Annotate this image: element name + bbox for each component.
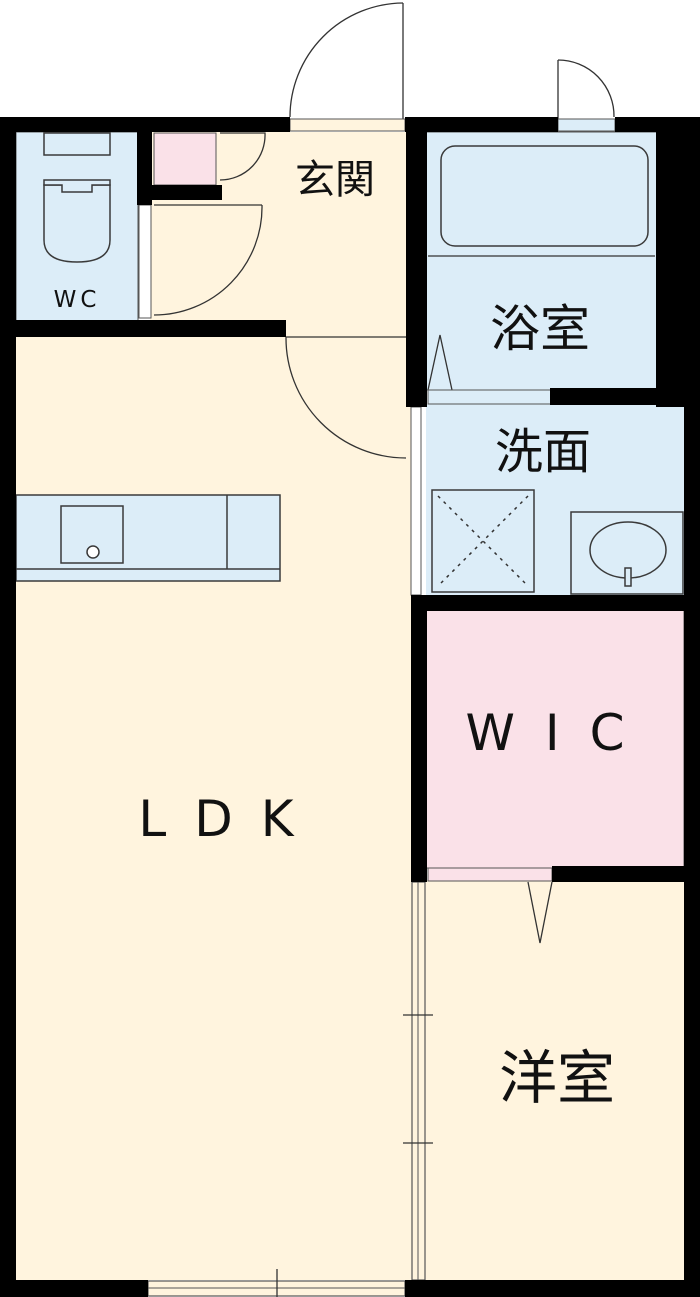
shoe-cabinet-door-icon <box>219 132 266 181</box>
shoe-cabinet <box>153 132 217 186</box>
toilet-floor <box>15 131 139 323</box>
western-room-floor <box>425 880 685 1280</box>
toilet-label: WC <box>54 287 101 313</box>
bathroom-label: 浴室 <box>490 300 590 358</box>
bath-door-icon <box>427 334 453 391</box>
washroom-sliding-door <box>410 406 422 596</box>
entrance-label: 玄関 <box>295 157 375 203</box>
wic-label: WIC <box>465 704 654 762</box>
bath-door-frame <box>427 389 553 405</box>
wic-door-icon <box>527 881 553 944</box>
western-room-label: 洋室 <box>499 1044 615 1112</box>
walls <box>0 117 700 1297</box>
ldk-label: LDK <box>138 790 321 848</box>
bathtub-icon <box>440 145 649 247</box>
wash-basin-icon <box>570 511 684 595</box>
front-door-icon <box>289 2 406 132</box>
toilet-icon <box>43 132 111 263</box>
ldk-door-icon <box>285 336 407 459</box>
kitchen-counter-icon <box>15 494 281 582</box>
washroom-label: 洗面 <box>495 424 591 480</box>
bath-window-door-icon <box>557 59 616 132</box>
wic-door-frame <box>427 867 553 882</box>
ldk-floor <box>16 335 412 1280</box>
washing-machine-icon <box>431 489 535 593</box>
